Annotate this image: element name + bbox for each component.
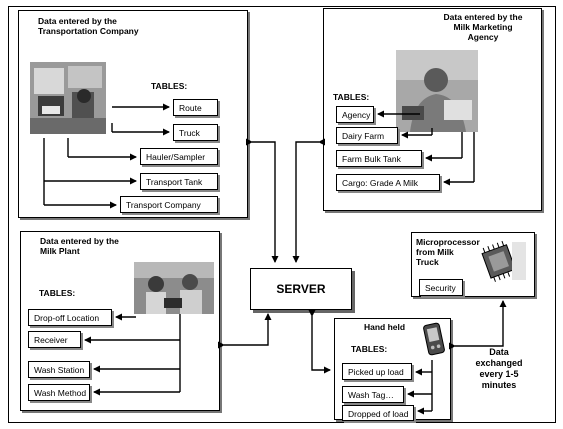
agency-title: Data entered by the Milk Marketing Agenc…	[443, 12, 523, 42]
table-wash-station: Wash Station	[28, 361, 90, 378]
handheld-title: Hand held	[364, 322, 406, 332]
link-handheld-microprocessor	[449, 300, 507, 350]
table-agency: Agency	[336, 106, 374, 123]
handheld-device-icon	[423, 322, 445, 356]
plant-tables-label: TABLES:	[39, 288, 76, 298]
agency-tables-label: TABLES:	[333, 92, 370, 102]
handheld-tables-label: TABLES:	[351, 344, 388, 354]
link-server-handheld	[308, 310, 331, 374]
diagram-frame	[8, 6, 556, 423]
transport-title: Data entered by the Transportation Compa…	[38, 16, 139, 36]
table-farm-bulk-tank: Farm Bulk Tank	[336, 150, 422, 167]
table-dairy-farm: Dairy Farm	[336, 127, 398, 144]
link-transport-server	[246, 138, 279, 263]
table-dropped-of-load: Dropped of load	[342, 405, 414, 421]
microprocessor-title: Microprocessor from Milk Truck	[416, 237, 480, 267]
transport-tables-label: TABLES:	[151, 81, 188, 91]
plant-title: Data entered by the Milk Plant	[40, 236, 119, 256]
table-receiver: Receiver	[28, 331, 81, 348]
table-transport-tank: Transport Tank	[140, 173, 218, 190]
data-exchange-note: Data exchanged every 1-5 minutes	[475, 347, 523, 390]
table-cargo-grade-a-milk: Cargo: Grade A Milk	[336, 174, 440, 191]
table-truck: Truck	[173, 124, 218, 141]
table-wash-tag: Wash Tag…	[342, 386, 404, 403]
link-plant-server	[218, 313, 272, 349]
table-wash-method: Wash Method	[28, 384, 90, 401]
table-hauler-sampler: Hauler/Sampler	[140, 148, 218, 165]
table-route: Route	[173, 99, 218, 116]
plant-workers-photo	[134, 262, 214, 314]
link-agency-server	[292, 138, 325, 263]
table-drop-off-location: Drop-off Location	[28, 309, 112, 326]
server-node: SERVER	[250, 268, 352, 310]
agency-worker-photo	[396, 50, 478, 132]
table-picked-up-load: Picked up load	[342, 363, 412, 380]
transport-office-photo	[30, 62, 106, 134]
table-transport-company: Transport Company	[120, 196, 218, 213]
microprocessor-chip-icon	[481, 240, 526, 282]
table-security: Security	[419, 279, 463, 296]
